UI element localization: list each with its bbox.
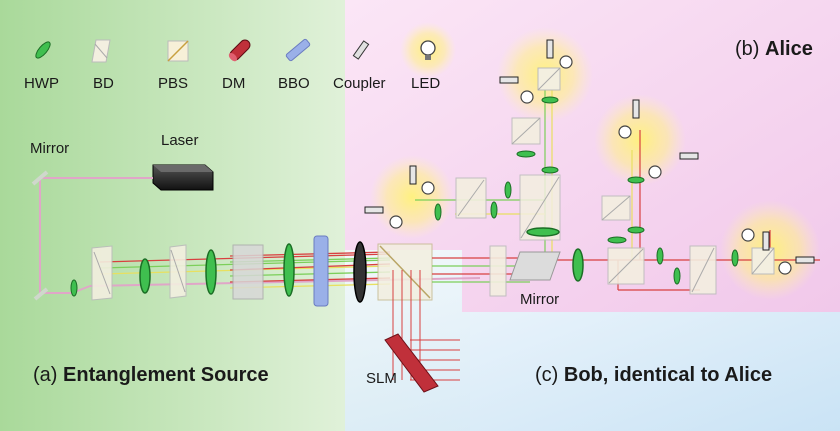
mirror-center-label: Mirror [520,291,560,308]
coupler-legend-icon [352,40,370,60]
alice-region-title: (b) Alice [735,39,813,59]
pbs-label: PBS [158,75,189,92]
hwp-legend-icon [35,41,51,59]
coupler-label: Coupler [333,75,386,92]
source-prefix: (a) [33,364,58,386]
hwp-label: HWP [24,75,59,92]
mirror-left-device [31,170,49,301]
alice-leds [389,55,792,275]
bob-title: Bob, identical to Alice [563,364,773,386]
bd-label: BD [93,75,114,92]
bbo-label: BBO [278,75,310,92]
bbo-legend-icon [285,38,311,62]
source-region-title: (a) Entanglement Source [33,365,269,385]
bob-region-title: (c) Bob, identical to Alice [535,365,772,385]
source-components [70,235,367,307]
alice-title: Alice [765,38,813,60]
dm-label: DM [222,75,246,92]
mirror-left-label: Mirror [30,140,70,157]
alice-components [434,67,775,297]
led-label: LED [411,75,441,92]
laser-device [152,164,214,191]
alice-region [345,0,840,312]
slm-device [384,333,439,393]
dm-legend-icon [228,39,251,62]
central-beamsplitter [377,243,433,301]
alice-couplers [364,39,815,264]
source-title: Entanglement Source [63,364,269,386]
bob-prefix: (c) [535,364,559,386]
led-legend-icon [420,40,436,60]
laser-label: Laser [161,132,199,149]
alice-prefix: (b) [735,38,760,60]
bd-legend-icon [91,39,111,63]
slm-label: SLM [366,370,397,387]
bob-region [345,250,840,431]
pbs-legend-icon [167,40,189,62]
